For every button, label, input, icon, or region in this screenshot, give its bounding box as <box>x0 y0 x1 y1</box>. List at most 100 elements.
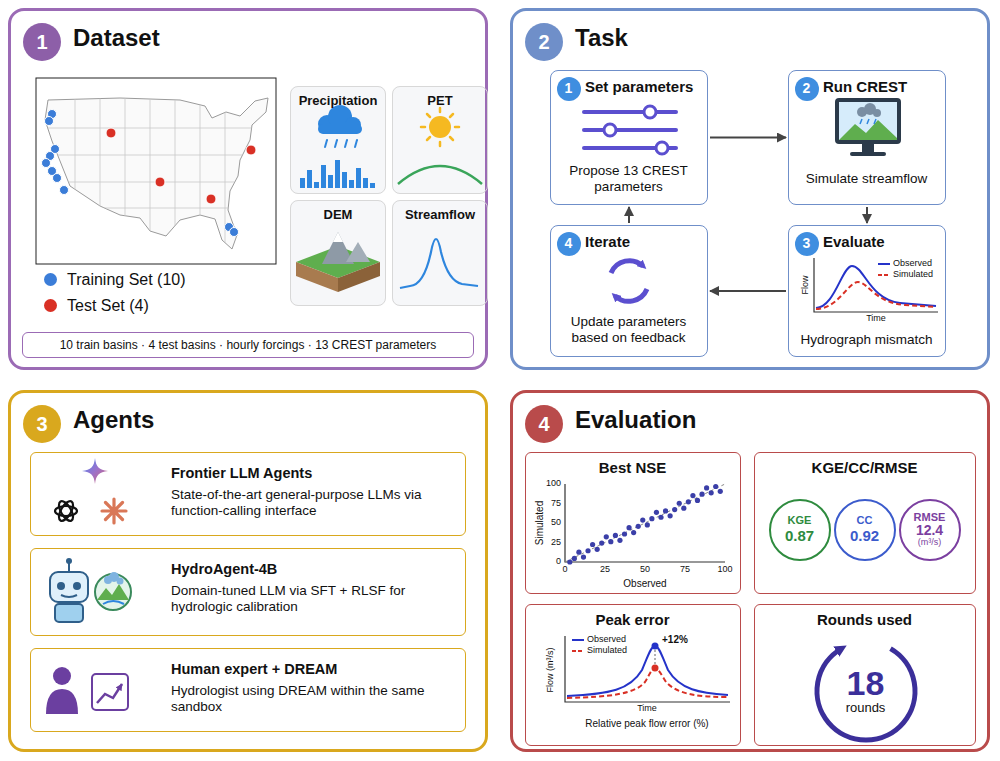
legend-text: Observed <box>893 259 932 269</box>
step-box-text: Update parameters based on feedback <box>555 314 702 346</box>
flow-arrow <box>628 207 630 223</box>
axis-label: 25 <box>551 538 561 548</box>
axis-label: Relative peak flow error (%) <box>585 718 708 729</box>
agent-box: HydroAgent-4B Domain-tuned LLM via SFT + … <box>30 548 466 636</box>
step-box-heading: Set parameters <box>585 78 703 96</box>
agent-box-heading: Human expert + DREAM <box>171 661 456 678</box>
agents-panel-heading: Agents <box>73 406 154 435</box>
axis-title: Flow <box>801 275 811 294</box>
data-tile: PET <box>392 86 488 194</box>
agent-box: Frontier LLM AgentsState-of-the-art gene… <box>30 452 466 536</box>
step-box-text: Hydrograph mismatch <box>793 332 940 348</box>
axis-label: 50 <box>640 565 650 575</box>
axis-label: +12% <box>662 634 688 645</box>
frontier-logos <box>55 458 126 523</box>
step-box: Run CREST Simulate streamflow 2 <box>788 70 946 205</box>
monitor-icon <box>835 98 901 156</box>
agent-box-heading: HydroAgent-4B <box>171 561 456 578</box>
rounds-circle-text: rounds <box>846 701 886 715</box>
axis-label: 100 <box>546 479 561 489</box>
axis-label: 75 <box>551 499 561 509</box>
number-badge: 3 <box>23 405 61 443</box>
flow-arrow <box>710 290 786 292</box>
legend-item: Simulated <box>587 646 627 656</box>
metric-circle-heading: CC <box>857 514 873 527</box>
iterate-icon <box>611 261 647 302</box>
flow-arrow <box>866 207 868 223</box>
number-badge-heading: 1 <box>565 80 573 97</box>
legend-item: Observed <box>893 259 932 269</box>
axis-label: 50 <box>551 518 561 528</box>
metric-circle-text: 12.4 <box>916 523 943 538</box>
dataset-panel: Dataset 1PrecipitationPET DEM Streamflow 10 … <box>8 8 488 370</box>
metric-box-heading: Best NSE <box>526 459 739 477</box>
axis-title: Simulated <box>534 501 545 545</box>
number-badge: 2 <box>525 23 563 61</box>
step-box-heading: Iterate <box>585 233 703 251</box>
step-box-text: Simulate streamflow <box>793 171 940 187</box>
hydrograph-plot <box>814 258 938 312</box>
rounds-circle-heading: 18 <box>847 666 885 702</box>
legend-text: Training Set (10) <box>67 271 186 289</box>
step-box-heading: Run CREST <box>823 78 941 96</box>
data-tile-heading: DEM <box>291 207 385 223</box>
rounds-circle: 18rounds <box>820 645 912 737</box>
summary-band-heading: 10 train basins · 4 test basins · hourly… <box>60 338 437 352</box>
number-badge-heading: 4 <box>565 235 573 252</box>
number-badge: 1 <box>557 77 581 101</box>
legend-swatch <box>44 273 57 286</box>
human-icon <box>46 667 128 714</box>
data-tiles <box>290 86 488 306</box>
legend-text: Simulated <box>893 270 933 280</box>
number-badge-heading: 2 <box>538 30 549 54</box>
metric-box: KGE/CC/RMSEKGE0.87CC0.92RMSE12.4(m³/s) <box>754 452 976 594</box>
dataset-panel-heading: Dataset <box>73 24 160 53</box>
step-box: EvaluateHydrograph mismatch 3 <box>788 225 946 357</box>
metric-circle-text: 0.87 <box>785 527 814 545</box>
axis-label: 25 <box>600 565 610 575</box>
metric-circle: KGE0.87 <box>769 499 831 561</box>
agent-box-heading: Frontier LLM Agents <box>171 465 456 482</box>
number-badge: 2 <box>795 77 819 101</box>
robot-icon <box>50 558 131 622</box>
agent-box-text: Hydrologist using DREAM within the same … <box>171 683 456 715</box>
number-badge-heading: 3 <box>803 235 811 252</box>
number-badge-heading: 1 <box>36 30 47 54</box>
agent-box: Human expert + DREAM Hydrologist using DR… <box>30 648 466 732</box>
legend-text: Observed <box>587 635 626 645</box>
agent-box-text: Domain-tuned LLM via SFT + RLSF for hydr… <box>171 583 456 615</box>
data-tile: Streamflow <box>392 200 488 306</box>
legend-item: Observed <box>587 635 626 645</box>
number-badge-heading: 3 <box>36 412 47 436</box>
number-badge-heading: 2 <box>803 80 811 97</box>
agent-box-text: State-of-the-art general-purpose LLMs vi… <box>171 487 456 519</box>
step-box-heading: Evaluate <box>823 233 941 251</box>
axis-label: Time <box>637 704 657 714</box>
axis-label: 75 <box>680 565 690 575</box>
metric-circle-heading: RMSE <box>914 512 946 524</box>
task-panel: Task2Set parametersPropose 13 CREST para… <box>510 8 990 370</box>
number-badge: 3 <box>795 232 819 256</box>
summary-band: 10 train basins · 4 test basins · hourly… <box>22 332 474 358</box>
axis-label: 100 <box>717 565 732 575</box>
rounds-dial <box>817 649 915 740</box>
metric-box-heading: Peak error <box>526 611 739 629</box>
scatter-plot <box>565 484 725 565</box>
evaluation-panel-heading: Evaluation <box>575 406 696 435</box>
axis-label: 0 <box>562 565 567 575</box>
metric-circle-text: 0.92 <box>850 527 879 545</box>
legend-item: Simulated <box>893 270 933 280</box>
legend-swatch <box>44 299 57 312</box>
step-box: Set parametersPropose 13 CREST parameter… <box>550 70 708 205</box>
axis-label: 0 <box>556 557 561 567</box>
step-box-text: Propose 13 CREST parameters <box>555 163 702 195</box>
data-tile: Precipitation <box>290 86 386 194</box>
metric-circle-heading: KGE <box>788 514 812 527</box>
metric-circle: RMSE12.4(m³/s) <box>899 499 961 561</box>
legend-text: Simulated <box>587 646 627 656</box>
slider-icon <box>584 106 676 154</box>
task-panel-heading: Task <box>575 24 628 53</box>
number-badge-heading: 4 <box>538 412 549 436</box>
